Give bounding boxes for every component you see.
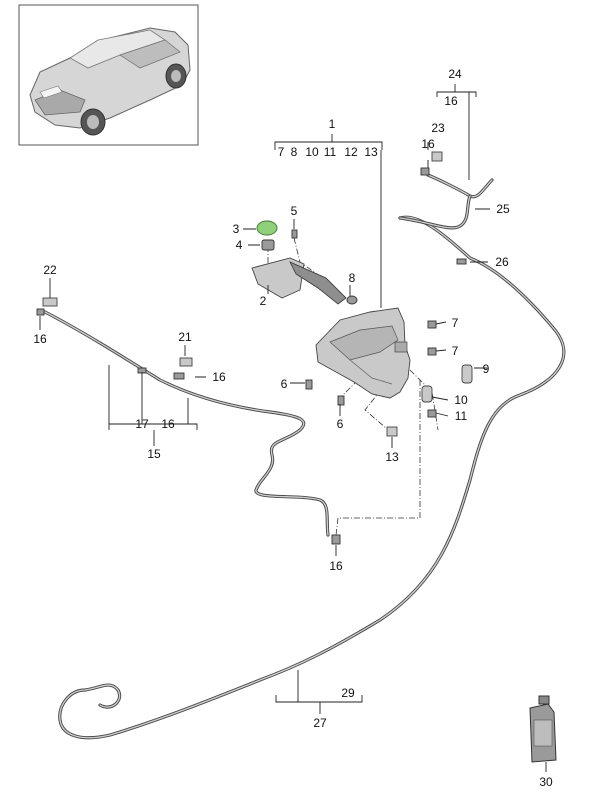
callout-4: 4: [236, 238, 243, 252]
callout-17: 17: [135, 417, 149, 431]
sensor-13: [386, 426, 398, 437]
connector-16c: [331, 534, 341, 545]
callout-group1-11: 11: [324, 145, 337, 159]
callout-2: 2: [260, 294, 267, 308]
callout-24: 24: [448, 67, 462, 81]
callout-23: 23: [431, 121, 445, 135]
connector-22: [42, 297, 58, 307]
nut-7a: [427, 320, 437, 329]
pump-10: [421, 385, 433, 403]
callout-7a: 7: [452, 316, 459, 330]
callout-21: 21: [178, 330, 192, 344]
fluid-bottle-30: [529, 695, 557, 763]
callout-group1-10: 10: [305, 145, 319, 159]
callout-8: 8: [349, 271, 356, 285]
callout-16-group24: 16: [444, 94, 458, 108]
callout-6b: 6: [337, 417, 344, 431]
callout-group1-13: 13: [364, 145, 378, 159]
bolt-5: [291, 229, 298, 239]
callout-13: 13: [385, 450, 399, 464]
bolt-6a: [305, 379, 313, 390]
pump-9: [461, 364, 473, 384]
callout-11: 11: [455, 409, 468, 423]
callout-group1-7: 7: [278, 145, 285, 159]
callout-16-group15: 16: [161, 417, 175, 431]
seal-8: [346, 295, 358, 305]
car-illustration: [29, 27, 191, 136]
callout-6a: 6: [281, 377, 288, 391]
callout-group1-8: 8: [291, 145, 298, 159]
callout-10: 10: [454, 393, 468, 407]
connector-16a: [36, 308, 45, 316]
connector-21: [179, 357, 193, 367]
connector-26: [456, 258, 467, 265]
callout-22: 22: [43, 263, 57, 277]
callout-26: 26: [495, 255, 509, 269]
callouts: 1 7 8 10 11 12 13 2 3 4 5 6 6 7 7 8 9 10…: [33, 67, 553, 789]
bolt-6b: [337, 395, 345, 406]
connector-16d: [420, 167, 430, 176]
callout-25: 25: [496, 202, 510, 216]
connector-16b: [173, 372, 185, 380]
filler-neck: [251, 257, 347, 305]
callout-16-left: 16: [33, 332, 47, 346]
grommet-4: [261, 239, 275, 251]
callout-1: 1: [329, 117, 336, 131]
callout-group1-12: 12: [344, 145, 358, 159]
callout-29: 29: [341, 686, 355, 700]
filler-cap: [256, 220, 278, 236]
nozzle-23: [431, 151, 443, 162]
vehicle-thumbnail: [18, 4, 199, 146]
callout-15: 15: [147, 447, 161, 461]
hose-lines: [43, 173, 566, 740]
washer-reservoir: [315, 307, 411, 399]
callout-16-mid: 16: [212, 370, 226, 384]
grommet-11: [427, 409, 437, 418]
callout-5: 5: [291, 204, 298, 218]
callout-3: 3: [233, 222, 240, 236]
callout-30: 30: [539, 775, 553, 789]
callout-16-bottom: 16: [329, 559, 343, 573]
callout-16-top: 16: [421, 137, 435, 151]
callout-7b: 7: [452, 344, 459, 358]
callout-27: 27: [313, 716, 327, 730]
leader-lines: [39, 84, 547, 772]
nut-7b: [427, 347, 437, 356]
callout-9: 9: [483, 362, 490, 376]
